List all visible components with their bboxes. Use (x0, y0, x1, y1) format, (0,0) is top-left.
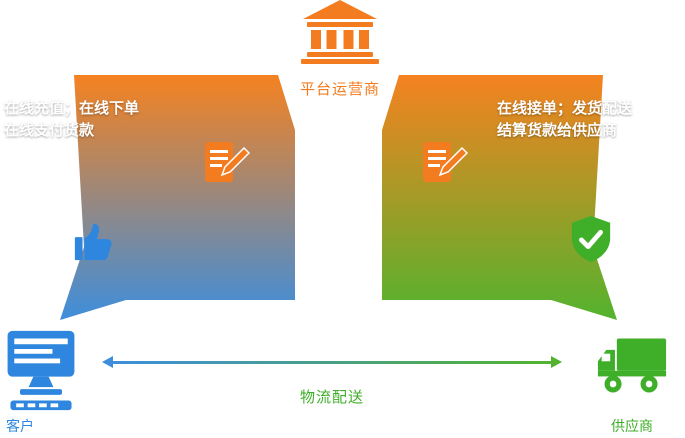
customer-platform-flow-text: 在线充值；在线下单 在线支付货款 (4, 98, 139, 142)
customer-label: 客户 (6, 418, 34, 434)
order-form-icon (200, 138, 250, 188)
flow-text-line: 在线充值；在线下单 (4, 100, 140, 117)
offline-line-left-arrowhead-icon (102, 356, 113, 368)
supplier-label: 供应商 (611, 418, 653, 434)
offline-link-label: 物流配送 (299, 389, 364, 406)
customer-platform-flow-arrow (60, 75, 295, 320)
platform-supplier-flow-text: 在线接单；发货配送 结算货款给供应商 (497, 98, 632, 142)
thumbs-up-icon (72, 218, 118, 264)
offline-connection-line (112, 361, 552, 364)
truck-icon (596, 334, 668, 398)
monitor-icon (6, 328, 76, 412)
platform-operator-label: 平台运营商 (299, 81, 380, 98)
flow-text-line: 结算货款给供应商 (497, 122, 618, 139)
bank-icon (300, 0, 380, 64)
offline-line-right-arrowhead-icon (551, 356, 562, 368)
order-form-icon (418, 138, 468, 188)
shield-check-icon (568, 214, 614, 264)
platform-supplier-flow-arrow (382, 75, 617, 320)
flow-text-line: 在线支付货款 (4, 122, 95, 139)
flow-text-line: 在线接单；发货配送 (497, 100, 633, 117)
